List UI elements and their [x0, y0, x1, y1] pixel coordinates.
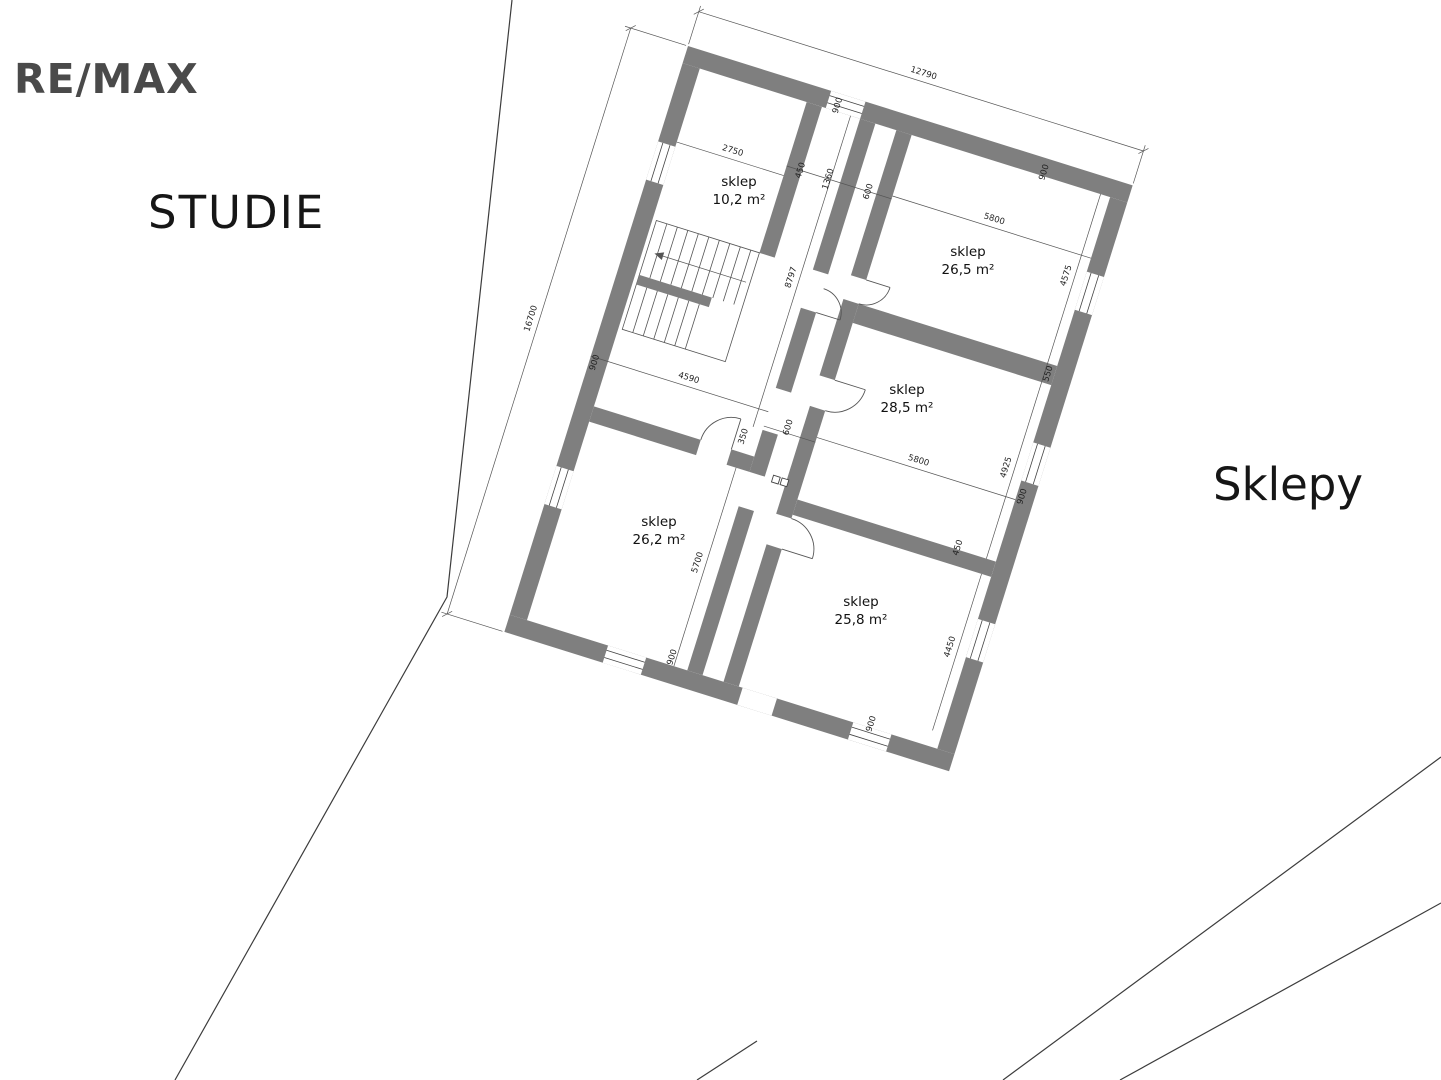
dim-label: 600: [861, 182, 875, 200]
boundary-line-southeast-1: [1002, 756, 1441, 1080]
dim-label: 450: [794, 161, 808, 179]
doors: [700, 279, 891, 560]
sklepy-title: Sklepy: [1213, 458, 1364, 511]
walls: [504, 46, 1133, 772]
room-area: 25,8 m²: [835, 612, 888, 628]
room-name: sklep: [721, 174, 756, 190]
dim-label: 900: [588, 353, 602, 371]
dim-label: 12790: [909, 65, 938, 83]
room-label-sklep-28-5: sklep 28,5 m²: [881, 382, 934, 416]
pillar-symbol: [779, 477, 790, 488]
boundary-line-south: [696, 1040, 758, 1080]
room-label-sklep-26-5: sklep 26,5 m²: [942, 244, 995, 278]
dim-label: 600: [781, 418, 795, 436]
dim-label: 16700: [522, 304, 540, 333]
staircase: [621, 220, 760, 363]
dim-label: 350: [737, 427, 751, 445]
studie-title: STUDIE: [148, 186, 326, 239]
room-name: sklep: [641, 514, 676, 530]
room-name: sklep: [950, 244, 985, 260]
room-area: 26,2 m²: [633, 532, 686, 548]
room-area: 28,5 m²: [881, 400, 934, 416]
stair-direction-line: [660, 254, 747, 283]
door-room-26-5: [858, 279, 891, 306]
door-room-28-5: [825, 379, 866, 413]
room-name: sklep: [889, 382, 924, 398]
stair-direction-arrow: [654, 252, 665, 260]
room-label-sklep-25-8: sklep 25,8 m²: [835, 594, 888, 628]
site-boundary-lines: [174, 0, 1441, 1080]
room-label-sklep-26-2: sklep 26,2 m²: [633, 514, 686, 548]
dim-label: 900: [1037, 163, 1051, 181]
floorplan: 12790 16700 2750 900 450 1360 600 5800 4…: [441, 5, 1149, 772]
dim-label: 550: [1041, 365, 1055, 383]
dim-label: 1360: [821, 167, 837, 191]
pillar-symbol: [770, 474, 781, 485]
door-room-26-2: [700, 416, 742, 450]
room-name: sklep: [843, 594, 878, 610]
remax-logo: RE/MAX: [14, 55, 199, 103]
room-area: 26,5 m²: [942, 262, 995, 278]
boundary-line-west: [174, 0, 513, 1080]
dim-label: 900: [665, 648, 679, 666]
door-room-25-8: [781, 518, 815, 560]
door-staircase: [816, 288, 842, 321]
dim-label: 900: [1015, 487, 1029, 505]
room-label-sklep-10-2: sklep 10,2 m²: [713, 174, 766, 208]
room-labels: sklep 10,2 m² sklep 26,5 m² sklep 28,5 m…: [633, 174, 995, 628]
boundary-line-southeast-2: [1119, 902, 1441, 1080]
room-area: 10,2 m²: [713, 192, 766, 208]
dim-label: 450: [951, 539, 965, 557]
dim-label: 900: [831, 96, 845, 114]
dim-label: 900: [864, 715, 878, 733]
windows: [544, 90, 1104, 752]
dimension-lines: [441, 5, 1149, 731]
